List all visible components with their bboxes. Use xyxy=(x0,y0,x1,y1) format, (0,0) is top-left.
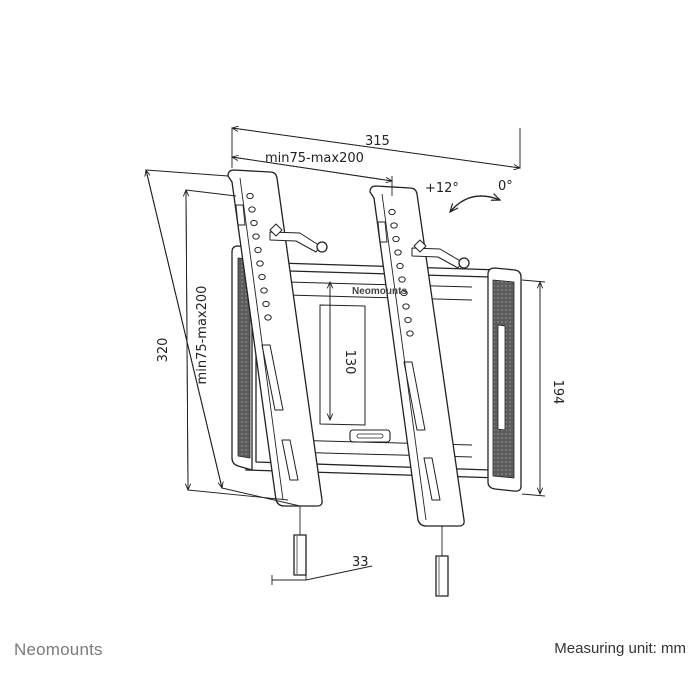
vesa-hole xyxy=(256,260,264,267)
vesa-hole xyxy=(246,192,254,200)
left-pad xyxy=(231,245,253,471)
tilt-neutral-label: 0° xyxy=(498,179,513,194)
vesa-hole xyxy=(402,303,410,310)
dimension-wall-plate-height: 194 xyxy=(550,380,565,405)
right-hole-column xyxy=(388,208,414,337)
vesa-hole xyxy=(252,233,260,240)
tilt-arrow xyxy=(450,196,500,212)
left-vesa-bracket xyxy=(227,169,328,576)
vesa-hole xyxy=(404,316,412,324)
measuring-unit: Measuring unit: mm xyxy=(554,640,686,657)
vesa-hole xyxy=(264,314,272,321)
dimension-vesa-width: min75-max200 xyxy=(265,151,364,166)
dimension-vesa-height: min75-max200 xyxy=(195,286,210,385)
vesa-hole xyxy=(250,219,258,227)
plate-logo: Neomounts xyxy=(352,286,407,297)
vesa-hole xyxy=(260,287,268,294)
vesa-hole xyxy=(394,249,402,256)
vesa-hole xyxy=(248,206,256,213)
vesa-hole xyxy=(400,289,408,297)
right-pad xyxy=(487,267,522,492)
vesa-hole xyxy=(406,330,414,337)
dimension-inner-height: 130 xyxy=(342,350,357,375)
brand-logo: Neomounts xyxy=(14,640,103,659)
left-hole-column xyxy=(246,192,272,321)
dimension-depth: 33 xyxy=(352,555,369,570)
tilt-up-label: +12° xyxy=(425,181,459,196)
vesa-hole xyxy=(388,208,396,216)
vesa-hole xyxy=(398,276,406,283)
dimension-overall-width: 315 xyxy=(365,134,390,149)
vesa-hole xyxy=(392,235,400,243)
right-vesa-bracket xyxy=(369,185,470,597)
vesa-hole xyxy=(262,300,270,308)
vesa-hole xyxy=(254,246,262,254)
dimension-lines xyxy=(146,128,546,585)
vesa-hole xyxy=(258,273,266,281)
vesa-hole xyxy=(390,222,398,229)
vesa-hole xyxy=(396,262,404,270)
dimension-overall-height: 320 xyxy=(156,338,171,363)
